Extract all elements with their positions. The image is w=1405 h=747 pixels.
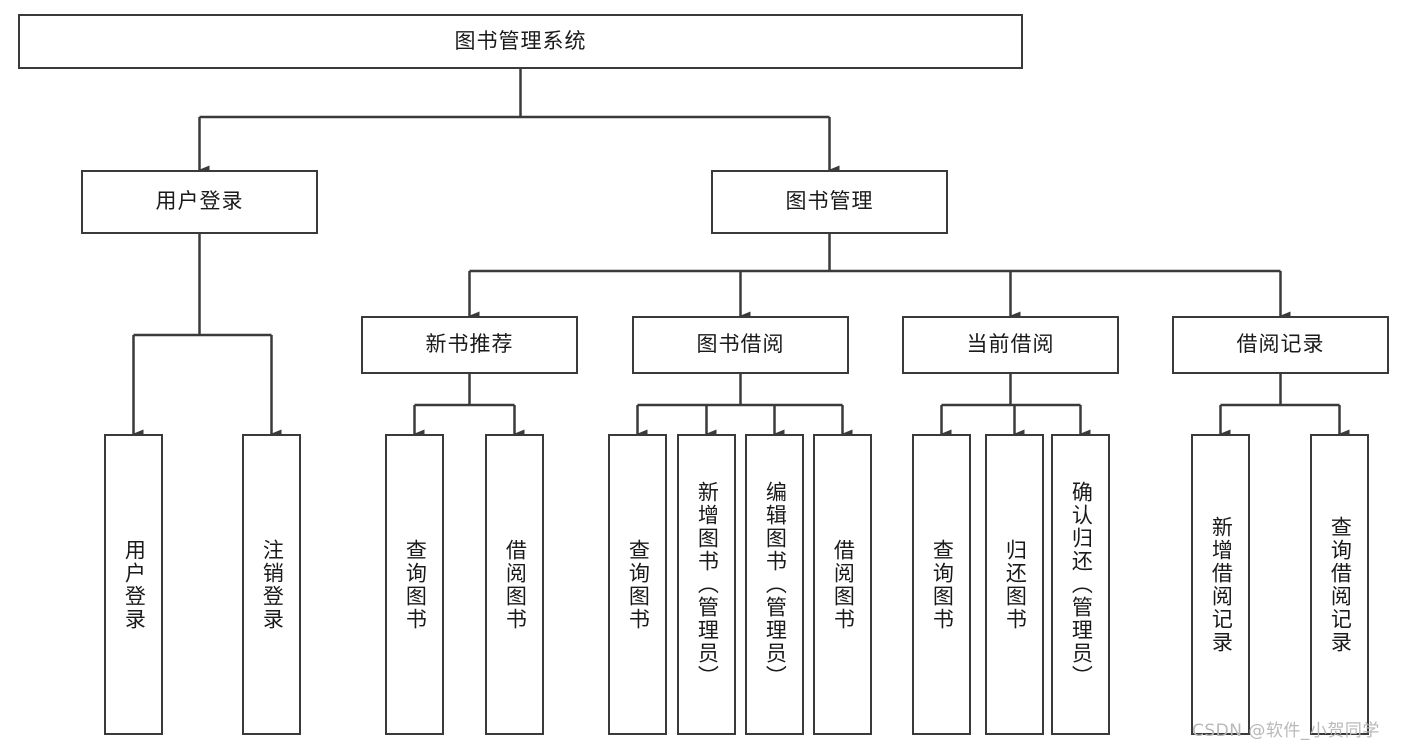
node-leaf-user-login[interactable]: 用户登录	[104, 434, 163, 735]
node-l3-borrow[interactable]: 图书借阅	[632, 316, 849, 374]
node-label: 查询图书	[403, 538, 428, 631]
node-root[interactable]: 图书管理系统	[18, 14, 1023, 69]
node-leaf-br-add[interactable]: 新增图书（管理员）	[677, 434, 736, 735]
node-label: 图书管理系统	[454, 28, 587, 53]
node-label: 借阅图书	[831, 538, 856, 631]
node-label: 图书管理	[785, 189, 874, 214]
node-leaf-cu-confirm[interactable]: 确认归还（管理员）	[1051, 434, 1110, 735]
node-leaf-rc-add[interactable]: 新增借阅记录	[1191, 434, 1250, 735]
node-l3-current[interactable]: 当前借阅	[902, 316, 1119, 374]
node-leaf-user-logout[interactable]: 注销登录	[242, 434, 301, 735]
node-label: 借阅图书	[503, 538, 528, 631]
node-label: 新书推荐	[425, 332, 514, 357]
node-label: 确认归还（管理员）	[1069, 481, 1094, 688]
node-label: 注销登录	[260, 538, 285, 631]
node-leaf-br-edit[interactable]: 编辑图书（管理员）	[745, 434, 804, 735]
csdn-watermark: CSDN @软件_小贺同学	[1192, 721, 1380, 741]
node-label: 新增图书（管理员）	[695, 481, 720, 688]
node-label: 当前借阅	[966, 332, 1055, 357]
node-label: 编辑图书（管理员）	[763, 481, 788, 688]
node-label: 查询借阅记录	[1328, 515, 1353, 654]
node-leaf-nb-query[interactable]: 查询图书	[385, 434, 444, 735]
node-l2-user[interactable]: 用户登录	[81, 170, 318, 234]
node-label: 查询图书	[930, 538, 955, 631]
node-label: 新增借阅记录	[1209, 515, 1234, 654]
node-leaf-cu-return[interactable]: 归还图书	[985, 434, 1044, 735]
node-label: 图书借阅	[696, 332, 785, 357]
node-label: 用户登录	[155, 189, 244, 214]
node-leaf-br-lend[interactable]: 借阅图书	[813, 434, 872, 735]
node-leaf-cu-query[interactable]: 查询图书	[912, 434, 971, 735]
node-leaf-rc-query[interactable]: 查询借阅记录	[1310, 434, 1369, 735]
node-label: 借阅记录	[1236, 332, 1325, 357]
node-leaf-nb-borrow[interactable]: 借阅图书	[485, 434, 544, 735]
node-l2-book[interactable]: 图书管理	[711, 170, 948, 234]
node-label: 归还图书	[1003, 538, 1028, 631]
node-label: 查询图书	[626, 538, 651, 631]
node-leaf-br-query[interactable]: 查询图书	[608, 434, 667, 735]
node-l3-record[interactable]: 借阅记录	[1172, 316, 1389, 374]
node-l3-newbook[interactable]: 新书推荐	[361, 316, 578, 374]
node-label: 用户登录	[122, 538, 147, 631]
